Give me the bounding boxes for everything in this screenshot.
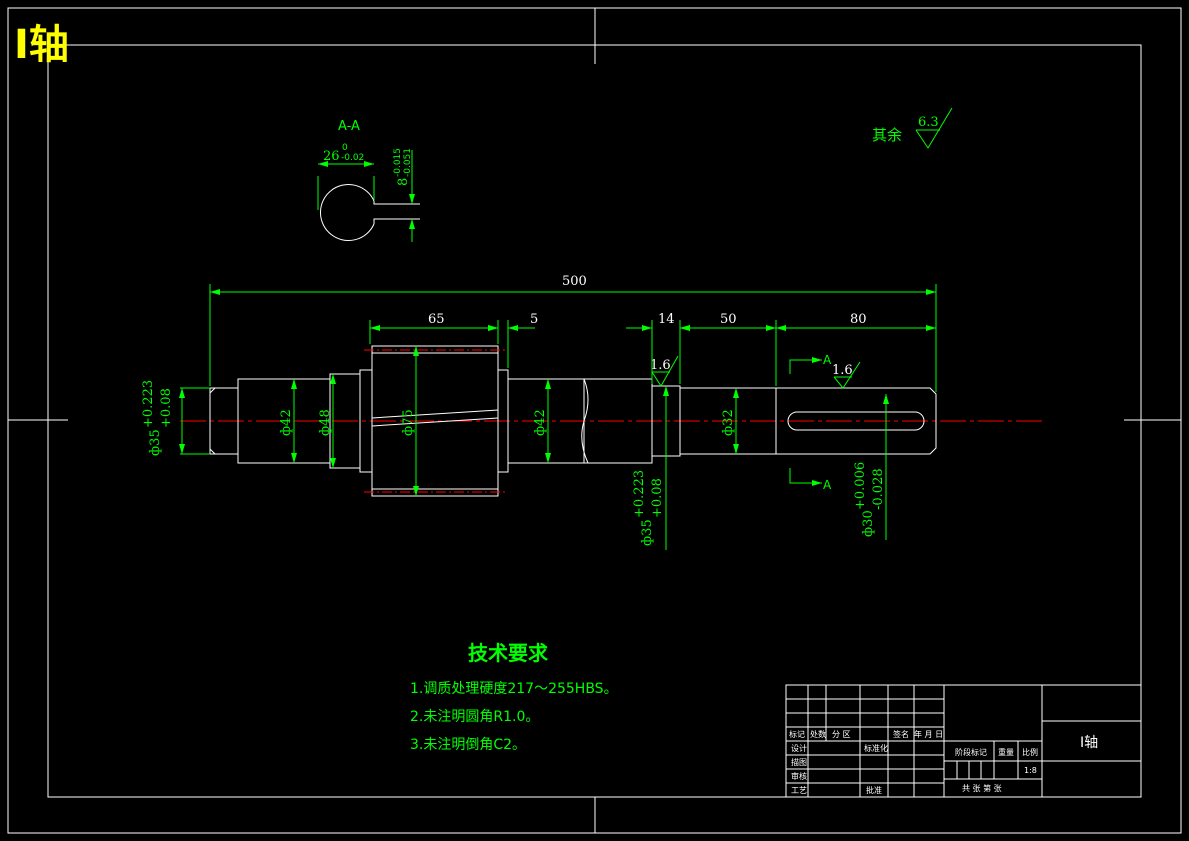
dim-gap: 5: [530, 312, 538, 327]
dim-left-dia: ф35: [148, 429, 163, 456]
section-view: [320, 184, 420, 241]
tb-label-mark: 标记: [789, 729, 805, 739]
section-mark-bottom: A: [823, 478, 832, 492]
section-width-tol-upper: 0: [342, 143, 348, 153]
dim-dia-42a: ф42: [279, 409, 294, 436]
tb-drafter: 描图: [791, 757, 807, 767]
section-key-tol-upper: -0.015: [393, 148, 403, 177]
tb-scale-value: 1:8: [1024, 766, 1037, 775]
roughness-default-symbol: [915, 107, 953, 149]
tb-label-date: 年 月 日: [914, 729, 943, 739]
dim-right-tol-lower: -0.028: [871, 468, 886, 510]
roughness-symbol-1: [651, 355, 679, 387]
dim-dia-48: ф48: [318, 409, 333, 436]
dim-mid-tol-upper: +0.223: [632, 470, 647, 518]
dim-dia-32: ф32: [721, 409, 736, 436]
roughness-value-2: 1.6: [832, 363, 853, 378]
centering-marks: [8, 8, 1181, 833]
dim-len-50: 50: [720, 312, 737, 327]
dim-right-tol-upper: +0.006: [853, 462, 868, 510]
dim-dia-75: ф75: [401, 409, 416, 436]
dim-left-tol-upper: +0.223: [141, 380, 156, 428]
dim-len-80: 80: [850, 312, 867, 327]
section-width-tol-lower: -0.02: [341, 153, 364, 163]
tb-approve: 批准: [866, 785, 882, 795]
tb-standardize: 标准化: [864, 743, 888, 753]
tech-item-1: 1.调质处理硬度217～255HBS。: [410, 681, 618, 697]
tb-designer: 设计: [791, 743, 807, 753]
tech-item-2: 2.未注明圆角R1.0。: [410, 709, 539, 725]
section-label: A-A: [338, 119, 360, 134]
diameter-dims: [179, 346, 889, 550]
section-key-dim: 8: [396, 178, 411, 186]
tb-label-zone: 分 区: [832, 730, 851, 739]
tb-part-name: Ⅰ轴: [1080, 735, 1098, 751]
title-block-grid: [785, 684, 1142, 798]
dim-mid-dia: ф35: [640, 519, 655, 546]
roughness-symbol-2: [833, 361, 861, 389]
tb-checker: 审核: [791, 771, 807, 781]
section-key-tol-lower: -0.051: [403, 148, 413, 177]
tb-label-count: 处数: [810, 729, 826, 739]
section-mark-lines: [789, 357, 822, 486]
tb-scale-label: 比例: [1022, 747, 1038, 757]
roughness-value-1: 1.6: [650, 358, 671, 373]
tech-item-3: 3.未注明倒角C2。: [410, 737, 526, 753]
corner-title: Ⅰ轴: [14, 22, 69, 68]
tb-weight: 重量: [998, 747, 1014, 757]
tb-stage-mark: 阶段标记: [955, 747, 987, 757]
dim-mid-tol-lower: +0.08: [650, 478, 665, 518]
dim-overall: 500: [562, 274, 587, 289]
roughness-default-label: 其余: [872, 126, 902, 144]
section-dims: [317, 150, 415, 242]
dim-len-14: 14: [658, 312, 675, 327]
dim-right-dia: ф30: [861, 510, 876, 537]
gear-pitch-lines: [364, 349, 505, 493]
horizontal-dims: [209, 284, 937, 392]
dim-gear-len: 65: [428, 312, 445, 327]
tb-sheets: 共 张 第 张: [962, 783, 1002, 793]
dim-left-tol-lower: +0.08: [159, 388, 174, 428]
roughness-default-value: 6.3: [918, 115, 939, 130]
section-mark-top: A: [823, 353, 832, 367]
section-width-dim: 26: [323, 149, 340, 164]
tb-process: 工艺: [791, 786, 807, 795]
gear-hatch: [371, 409, 499, 427]
dim-dia-42b: ф42: [533, 409, 548, 436]
tech-heading: 技术要求: [468, 641, 549, 665]
tb-label-sign: 签名: [893, 729, 909, 739]
